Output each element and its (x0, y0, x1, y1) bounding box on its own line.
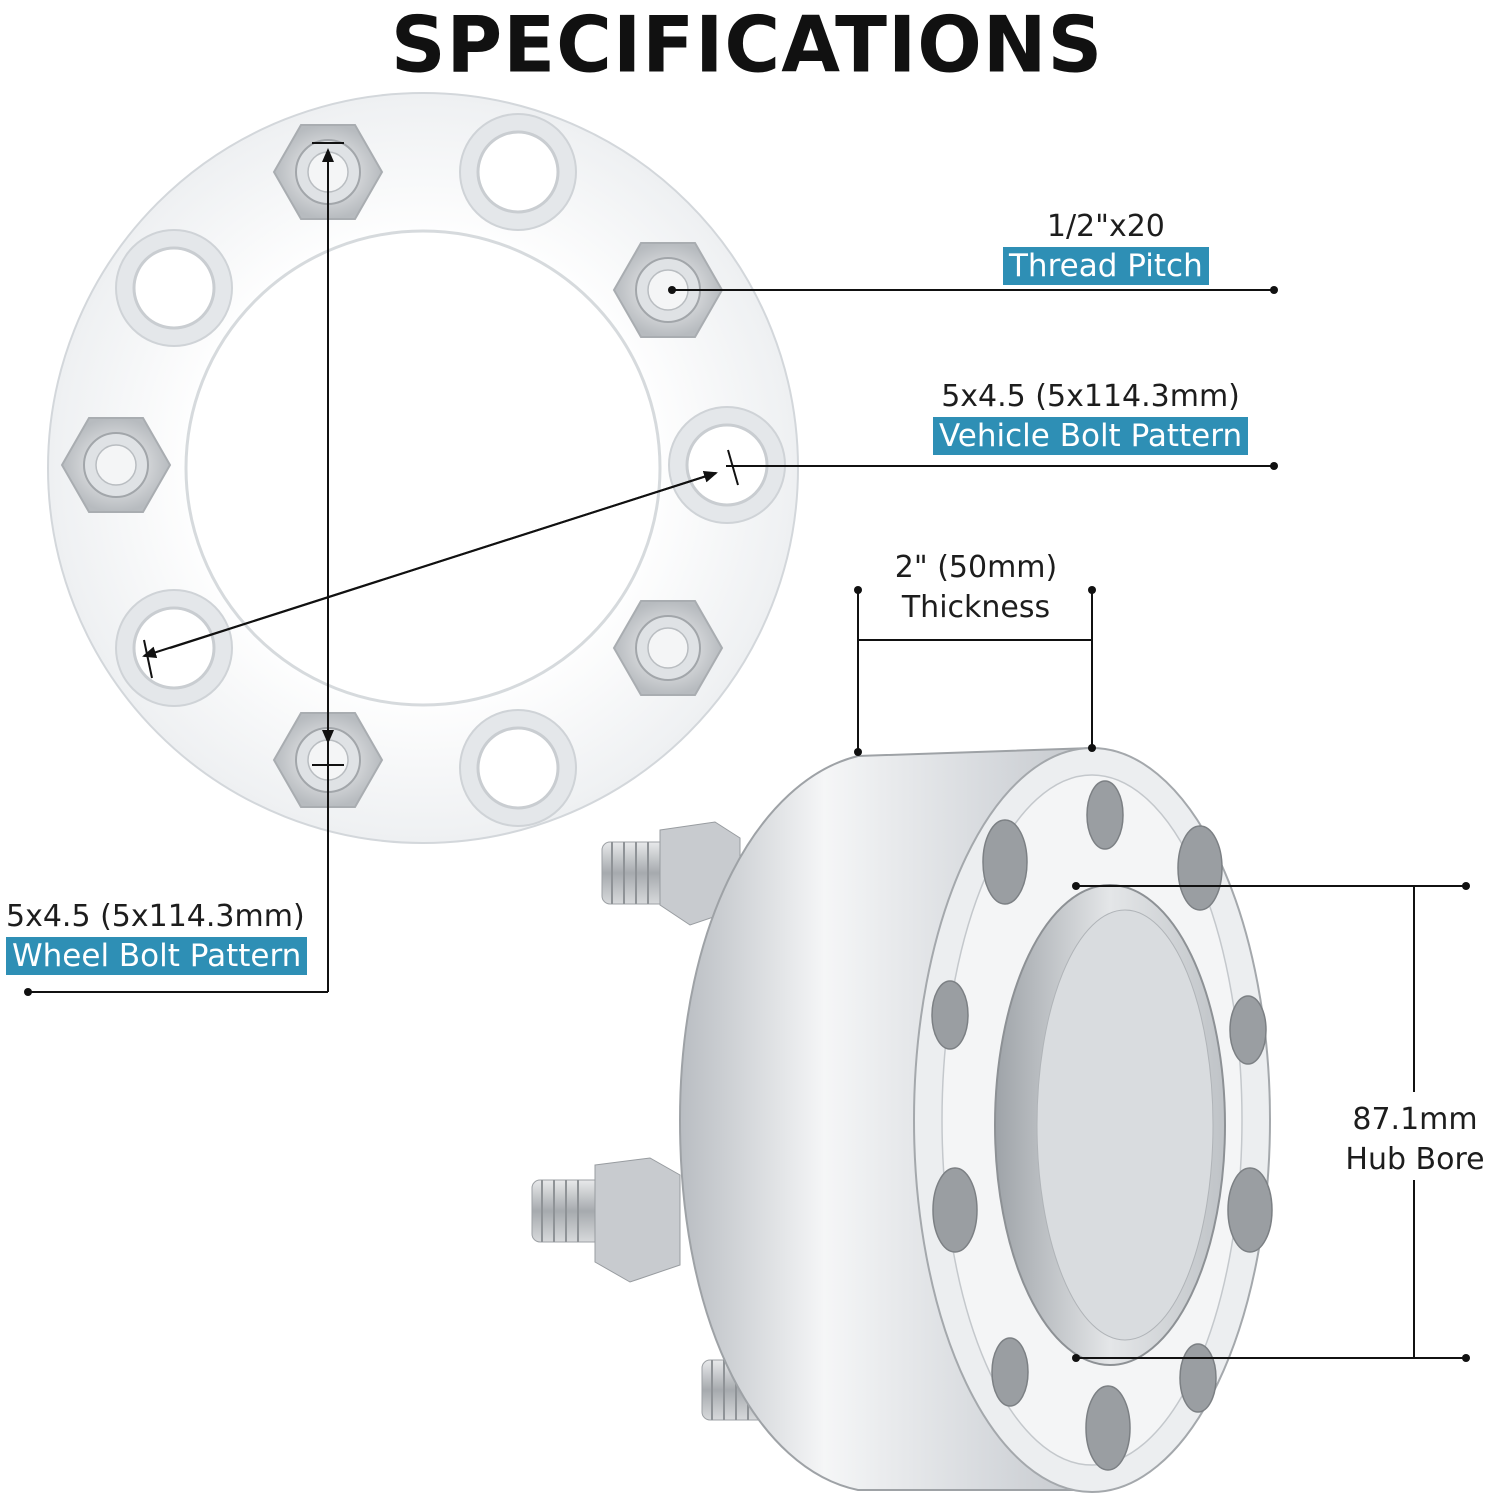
spacer-3d-view (531, 746, 1273, 1493)
vehicle-bolt-pattern-label: Vehicle Bolt Pattern (933, 417, 1249, 455)
vehicle-bolt-pattern-value: 5x4.5 (5x114.3mm) (941, 379, 1240, 414)
hub-bore-value: 87.1mm (1352, 1102, 1478, 1137)
hub-bore-label: Hub Bore (1345, 1142, 1485, 1177)
thickness-label: Thickness (901, 590, 1051, 625)
wheel-bolt-holes (115, 113, 786, 827)
thread-pitch-label: Thread Pitch (1003, 247, 1209, 285)
vehicle-bolt-pattern-spec: 5x4.5 (5x114.3mm) Vehicle Bolt Pattern (933, 379, 1249, 455)
page-title: SPECIFICATIONS (390, 0, 1104, 90)
face-bolt-holes (931, 780, 1273, 1471)
flat-spacer-ring (47, 92, 799, 844)
thread-pitch-spec: 1/2"x20 Thread Pitch (1003, 210, 1209, 285)
wheel-bolt-pattern-value: 5x4.5 (5x114.3mm) (6, 899, 305, 934)
wheel-bolt-pattern-spec: 5x4.5 (5x114.3mm) Wheel Bolt Pattern (6, 899, 308, 975)
thickness-spec: 2" (50mm) Thickness (866, 548, 1086, 628)
thickness-value: 2" (50mm) (894, 550, 1058, 585)
wheel-bolt-pattern-label: Wheel Bolt Pattern (6, 937, 308, 975)
thread-pitch-value: 1/2"x20 (1046, 209, 1165, 244)
leader-dots (24, 286, 1470, 1362)
dimension-lines (28, 142, 1466, 1359)
hub-bore-spec: 87.1mm Hub Bore (1336, 1100, 1494, 1180)
